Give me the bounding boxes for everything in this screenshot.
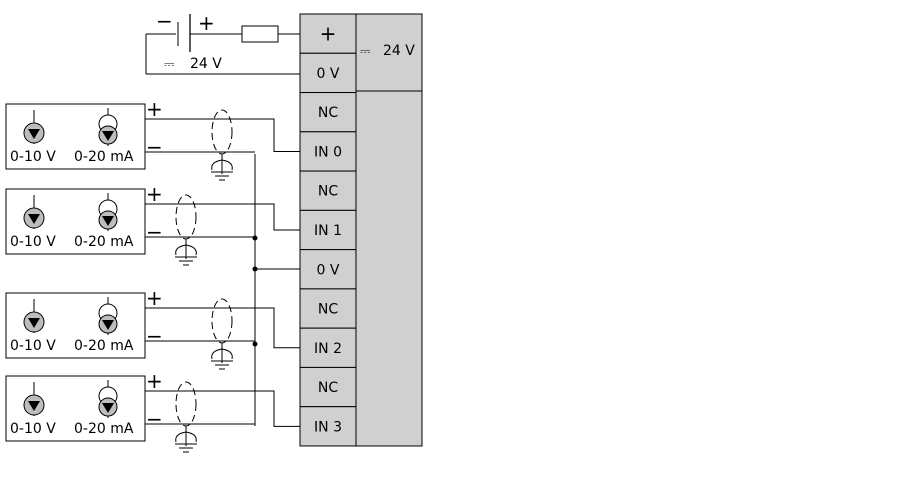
dc-symbol: ⎓ <box>164 57 174 72</box>
terminal-label: 0 V <box>317 262 340 278</box>
battery-icon <box>177 14 191 52</box>
fuse-icon <box>241 25 279 43</box>
terminal-cell <box>299 131 357 172</box>
sensor-minus-symbol: − <box>146 324 163 348</box>
terminal: NC <box>299 92 357 133</box>
power-supply: − + ⎓ 24 V <box>145 9 300 75</box>
module-side-panel <box>355 13 423 447</box>
cable-shield-icon <box>211 109 233 155</box>
terminal: NC <box>299 170 357 211</box>
current-range-label: 0-20 mA <box>74 234 134 250</box>
voltage-range-label: 0-10 V <box>10 234 56 250</box>
terminal: IN 3 <box>299 406 357 447</box>
current-range-label: 0-20 mA <box>74 149 134 165</box>
module-block: ⎓ 24 V +0 V NC IN 0 NC IN 1 0 V NC IN 2 NC IN 3 <box>299 13 423 447</box>
terminal-label: NC <box>318 302 338 318</box>
terminal-label: NC <box>318 184 338 200</box>
voltage-range-label: 0-10 V <box>10 149 56 165</box>
junction-dot <box>252 266 258 272</box>
cable-shield-icon <box>175 381 197 427</box>
signal-wire <box>145 307 300 349</box>
battery-minus-symbol: − <box>156 9 173 33</box>
terminal-label: IN 1 <box>314 223 342 239</box>
voltage-source-icon <box>23 382 45 416</box>
junction-dot <box>252 341 258 347</box>
current-source-icon <box>98 297 118 335</box>
sensor-plus-symbol: + <box>146 286 163 310</box>
voltage-range-label: 0-10 V <box>10 421 56 437</box>
common-ground-bus <box>252 154 300 426</box>
terminal-cell <box>299 13 357 54</box>
supply-voltage-label: 24 V <box>190 56 222 72</box>
sensor: 0-10 V 0-20 mA + − <box>5 286 300 370</box>
signal-wire <box>145 390 300 427</box>
sensor: 0-10 V 0-20 mA + − <box>5 97 300 181</box>
voltage-source-icon <box>23 195 45 229</box>
sensor-box <box>5 375 146 442</box>
module-supply-label: 24 V <box>383 43 415 59</box>
sensor: 0-10 V 0-20 mA + − <box>5 182 300 266</box>
ground-icon <box>211 347 233 370</box>
signal-wire <box>145 203 300 231</box>
terminal-cell <box>299 406 357 447</box>
sensor-plus-symbol: + <box>146 97 163 121</box>
sensor: 0-10 V 0-20 mA + − <box>5 369 300 453</box>
sensor-group: 0-10 V 0-20 mA + − 0-10 V 0-20 mA + − 0-10 V 0-20… <box>5 97 300 453</box>
terminal: 0 V <box>299 52 357 94</box>
terminal: NC <box>299 288 357 329</box>
terminal: NC <box>299 366 357 408</box>
signal-wire <box>145 118 300 152</box>
terminal-label: IN 3 <box>314 419 342 435</box>
current-range-label: 0-20 mA <box>74 338 134 354</box>
sensor-minus-symbol: − <box>146 135 163 159</box>
cable-shield-icon <box>175 194 197 240</box>
terminal: IN 0 <box>299 131 357 172</box>
terminal-label: + <box>320 22 337 46</box>
current-source-icon <box>98 108 118 146</box>
sensor-minus-symbol: − <box>146 407 163 431</box>
terminal: + <box>299 13 357 54</box>
voltage-source-icon <box>23 299 45 333</box>
terminal-label: NC <box>318 105 338 121</box>
current-source-icon <box>98 193 118 231</box>
ground-icon <box>211 158 233 181</box>
voltage-source-icon <box>23 110 45 144</box>
terminal-cell <box>299 288 357 329</box>
terminal-cell <box>299 170 357 211</box>
terminal-cell <box>299 92 357 133</box>
terminal: IN 1 <box>299 209 357 251</box>
terminal-strip: +0 V NC IN 0 NC IN 1 0 V NC IN 2 NC IN 3 <box>299 13 357 447</box>
junction-dot <box>252 235 258 241</box>
sensor-plus-symbol: + <box>146 369 163 393</box>
current-source-icon <box>98 380 118 418</box>
sensor-minus-symbol: − <box>146 220 163 244</box>
terminal-cell <box>299 366 357 408</box>
cable-shield-icon <box>211 298 233 344</box>
terminal-label: IN 0 <box>314 144 342 160</box>
ground-icon <box>175 243 197 266</box>
terminal: 0 V <box>299 249 357 290</box>
terminal-label: 0 V <box>317 66 340 82</box>
module-dc-symbol: ⎓ <box>360 44 370 59</box>
voltage-range-label: 0-10 V <box>10 338 56 354</box>
sensor-plus-symbol: + <box>146 182 163 206</box>
terminal-label: NC <box>318 380 338 396</box>
current-range-label: 0-20 mA <box>74 421 134 437</box>
terminal-cell <box>299 249 357 290</box>
terminal-label: IN 2 <box>314 341 342 357</box>
battery-plus-symbol: + <box>198 11 215 35</box>
terminal-cell <box>299 209 357 251</box>
terminal: IN 2 <box>299 327 357 368</box>
ground-icon <box>175 430 197 453</box>
